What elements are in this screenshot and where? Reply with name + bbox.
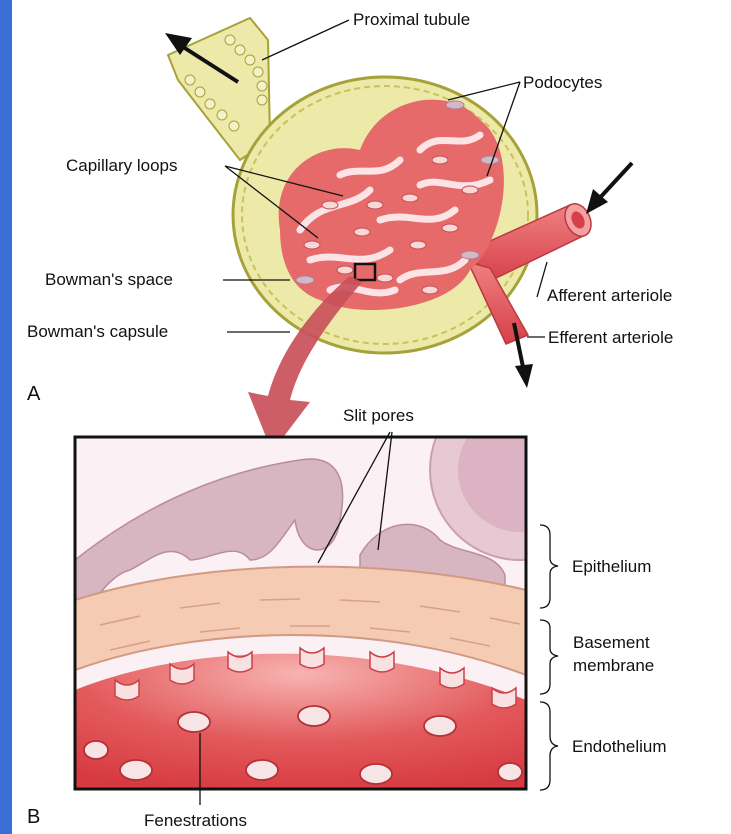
- label-efferent-arteriole: Efferent arteriole: [548, 328, 673, 347]
- label-bowmans-capsule: Bowman's capsule: [27, 322, 168, 341]
- label-bowmans-space: Bowman's space: [45, 270, 173, 289]
- label-podocytes: Podocytes: [523, 73, 602, 92]
- label-capillary-loops: Capillary loops: [66, 156, 178, 175]
- label-afferent-arteriole: Afferent arteriole: [547, 286, 672, 305]
- label-endothelium: Endothelium: [572, 737, 667, 756]
- label-fenestrations: Fenestrations: [144, 811, 247, 830]
- panel-b: [75, 380, 610, 805]
- label-basement-membrane-2: membrane: [573, 656, 654, 675]
- panel-label-b: B: [27, 806, 40, 828]
- label-epithelium: Epithelium: [572, 557, 651, 576]
- label-slit-pores: Slit pores: [343, 406, 414, 425]
- brackets: [540, 525, 558, 790]
- label-basement-membrane-1: Basement: [573, 633, 650, 652]
- panel-label-a: A: [27, 383, 41, 405]
- label-proximal-tubule: Proximal tubule: [353, 10, 470, 29]
